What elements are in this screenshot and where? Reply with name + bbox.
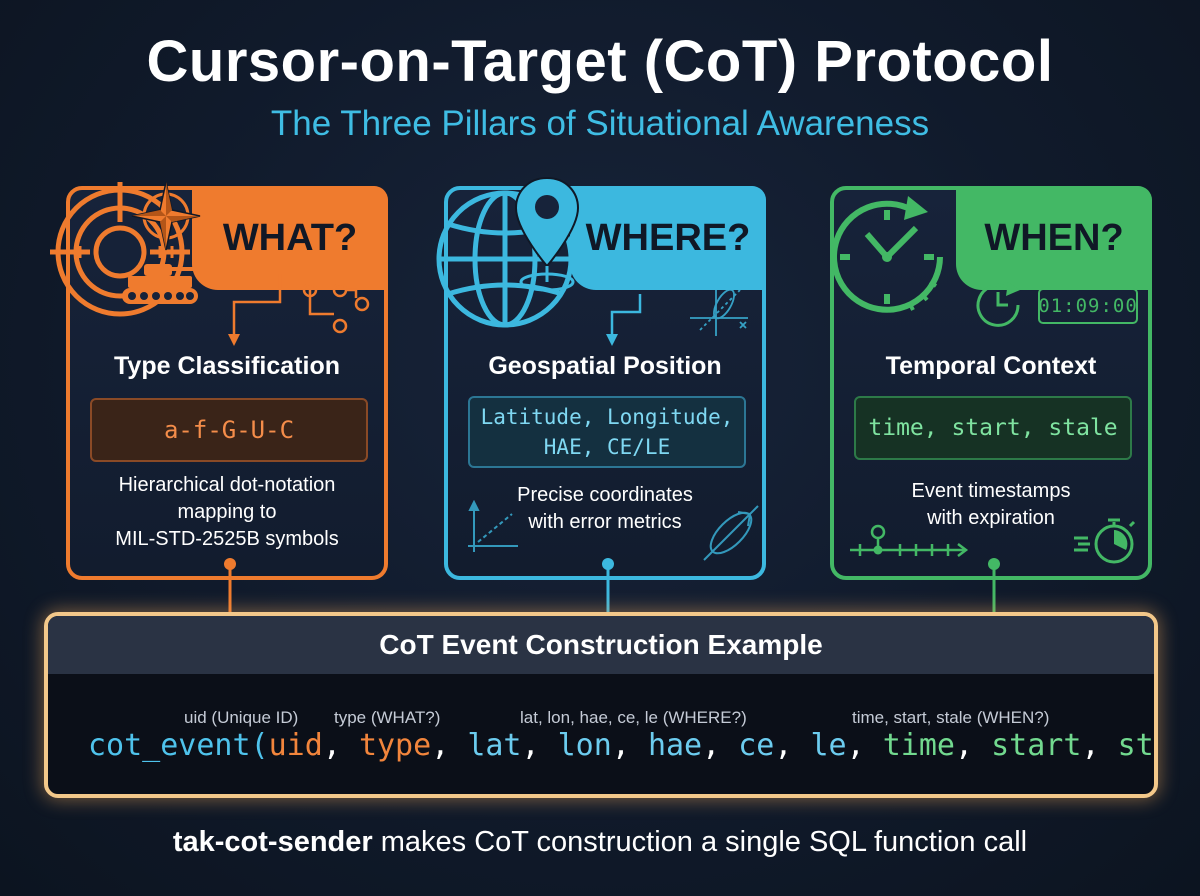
pillar-where-panel: WHERE? [436,176,766,580]
pillar-when-code: time, start, stale [854,396,1132,460]
annotation-type: type (WHAT?) [334,708,441,727]
pillar-what-tab: WHAT? [192,186,388,290]
code-arg-hae: hae [647,728,703,763]
code-arg-uid: uid [268,728,323,763]
code-separator: , [521,728,558,763]
code-separator: , [955,728,992,763]
annotation-where: lat, lon, hae, ce, le (WHERE?) [520,708,747,727]
code-line: HAE, CE/LE [543,435,671,459]
code-line: Latitude, Longitude, [480,405,734,429]
crosshair-icon [50,182,190,317]
description-line: MIL-STD-2525B symbols [115,528,339,550]
digital-clock-display: 01:09:00 [1038,288,1138,324]
pillar-where-code: Latitude, Longitude, HAE, CE/LE [468,396,746,468]
event-header: CoT Event Construction Example [48,616,1154,674]
footer-caption: tak-cot-sender makes CoT construction a … [0,826,1200,859]
globe-icon [436,190,574,328]
page-title: Cursor-on-Target (CoT) Protocol [146,29,1054,94]
pillar-what-panel: WHAT? [50,181,388,580]
error-ellipse-icon [703,505,759,561]
description-line: Event timestamps [911,480,1071,502]
pillar-what-code: a-f-G-U-C [90,398,368,462]
pillar-where-heading: Geospatial Position [488,352,722,380]
pillar-where-description: Precise coordinates with error metrics [448,482,762,536]
clock-display-text: 01:09:00 [1038,295,1138,317]
code-separator: , [1081,728,1118,763]
footer-text: makes CoT construction a single SQL func… [372,826,1028,858]
annotation-when: time, start, stale (WHEN?) [852,708,1050,727]
code-separator: , [774,728,811,763]
code-arg-stale: stale [1117,728,1154,763]
pillar-when-description: Event timestamps with expiration [834,478,1148,532]
code-arg-ce: ce [738,728,775,763]
code-separator: , [431,728,468,763]
code-function: cot_event( [88,728,269,763]
clock-refresh-icon [976,282,1020,327]
arrow-down-icon [606,294,642,346]
description-line: Hierarchical dot-notation [118,474,336,496]
description-line: mapping to [177,501,277,523]
compass-star-icon [131,181,201,251]
tank-icon [122,264,200,304]
code-separator: , [846,728,883,763]
code-arg-start: start [991,728,1082,763]
node-tree-icon [302,282,370,334]
arrow-down-icon [228,274,282,346]
coordinate-plot-icon [690,284,748,336]
description-line: with error metrics [528,511,682,533]
stopwatch-icon [1074,518,1136,564]
panel-connectors [224,558,1000,612]
annotation-uid: uid (Unique ID) [184,708,299,727]
code-arg-lat: lat [467,728,522,763]
event-construction-panel: CoT Event Construction Example uid (Uniq… [44,612,1158,798]
code-separator: , [702,728,739,763]
cot-event-code: cot_event(uid, type, lat, lon, hae, ce, … [88,728,1154,763]
timeline-icon [850,524,969,557]
pillar-what-heading: Type Classification [114,352,340,380]
pillar-when-heading: Temporal Context [885,352,1097,380]
pillar-what-description: Hierarchical dot-notation mapping to MIL… [70,472,384,553]
code-separator: , [322,728,359,763]
clock-icon [831,196,943,313]
code-separator: , [611,728,648,763]
page-subtitle: The Three Pillars of Situational Awarene… [270,104,930,143]
description-line: with expiration [927,507,1055,529]
code-arg-le: le [810,728,847,763]
footer-bold-name: tak-cot-sender [172,826,373,858]
pillar-when-panel: WHEN? [830,186,1152,580]
pillar-when-tab: WHEN? [956,186,1152,290]
axis-trend-icon [468,500,518,552]
code-arg-time: time [882,728,955,763]
map-pin-icon [514,176,580,292]
code-arg-type: type [358,728,432,763]
code-arg-lon: lon [557,728,612,763]
description-line: Precise coordinates [517,484,693,506]
pillar-where-tab: WHERE? [570,186,766,290]
